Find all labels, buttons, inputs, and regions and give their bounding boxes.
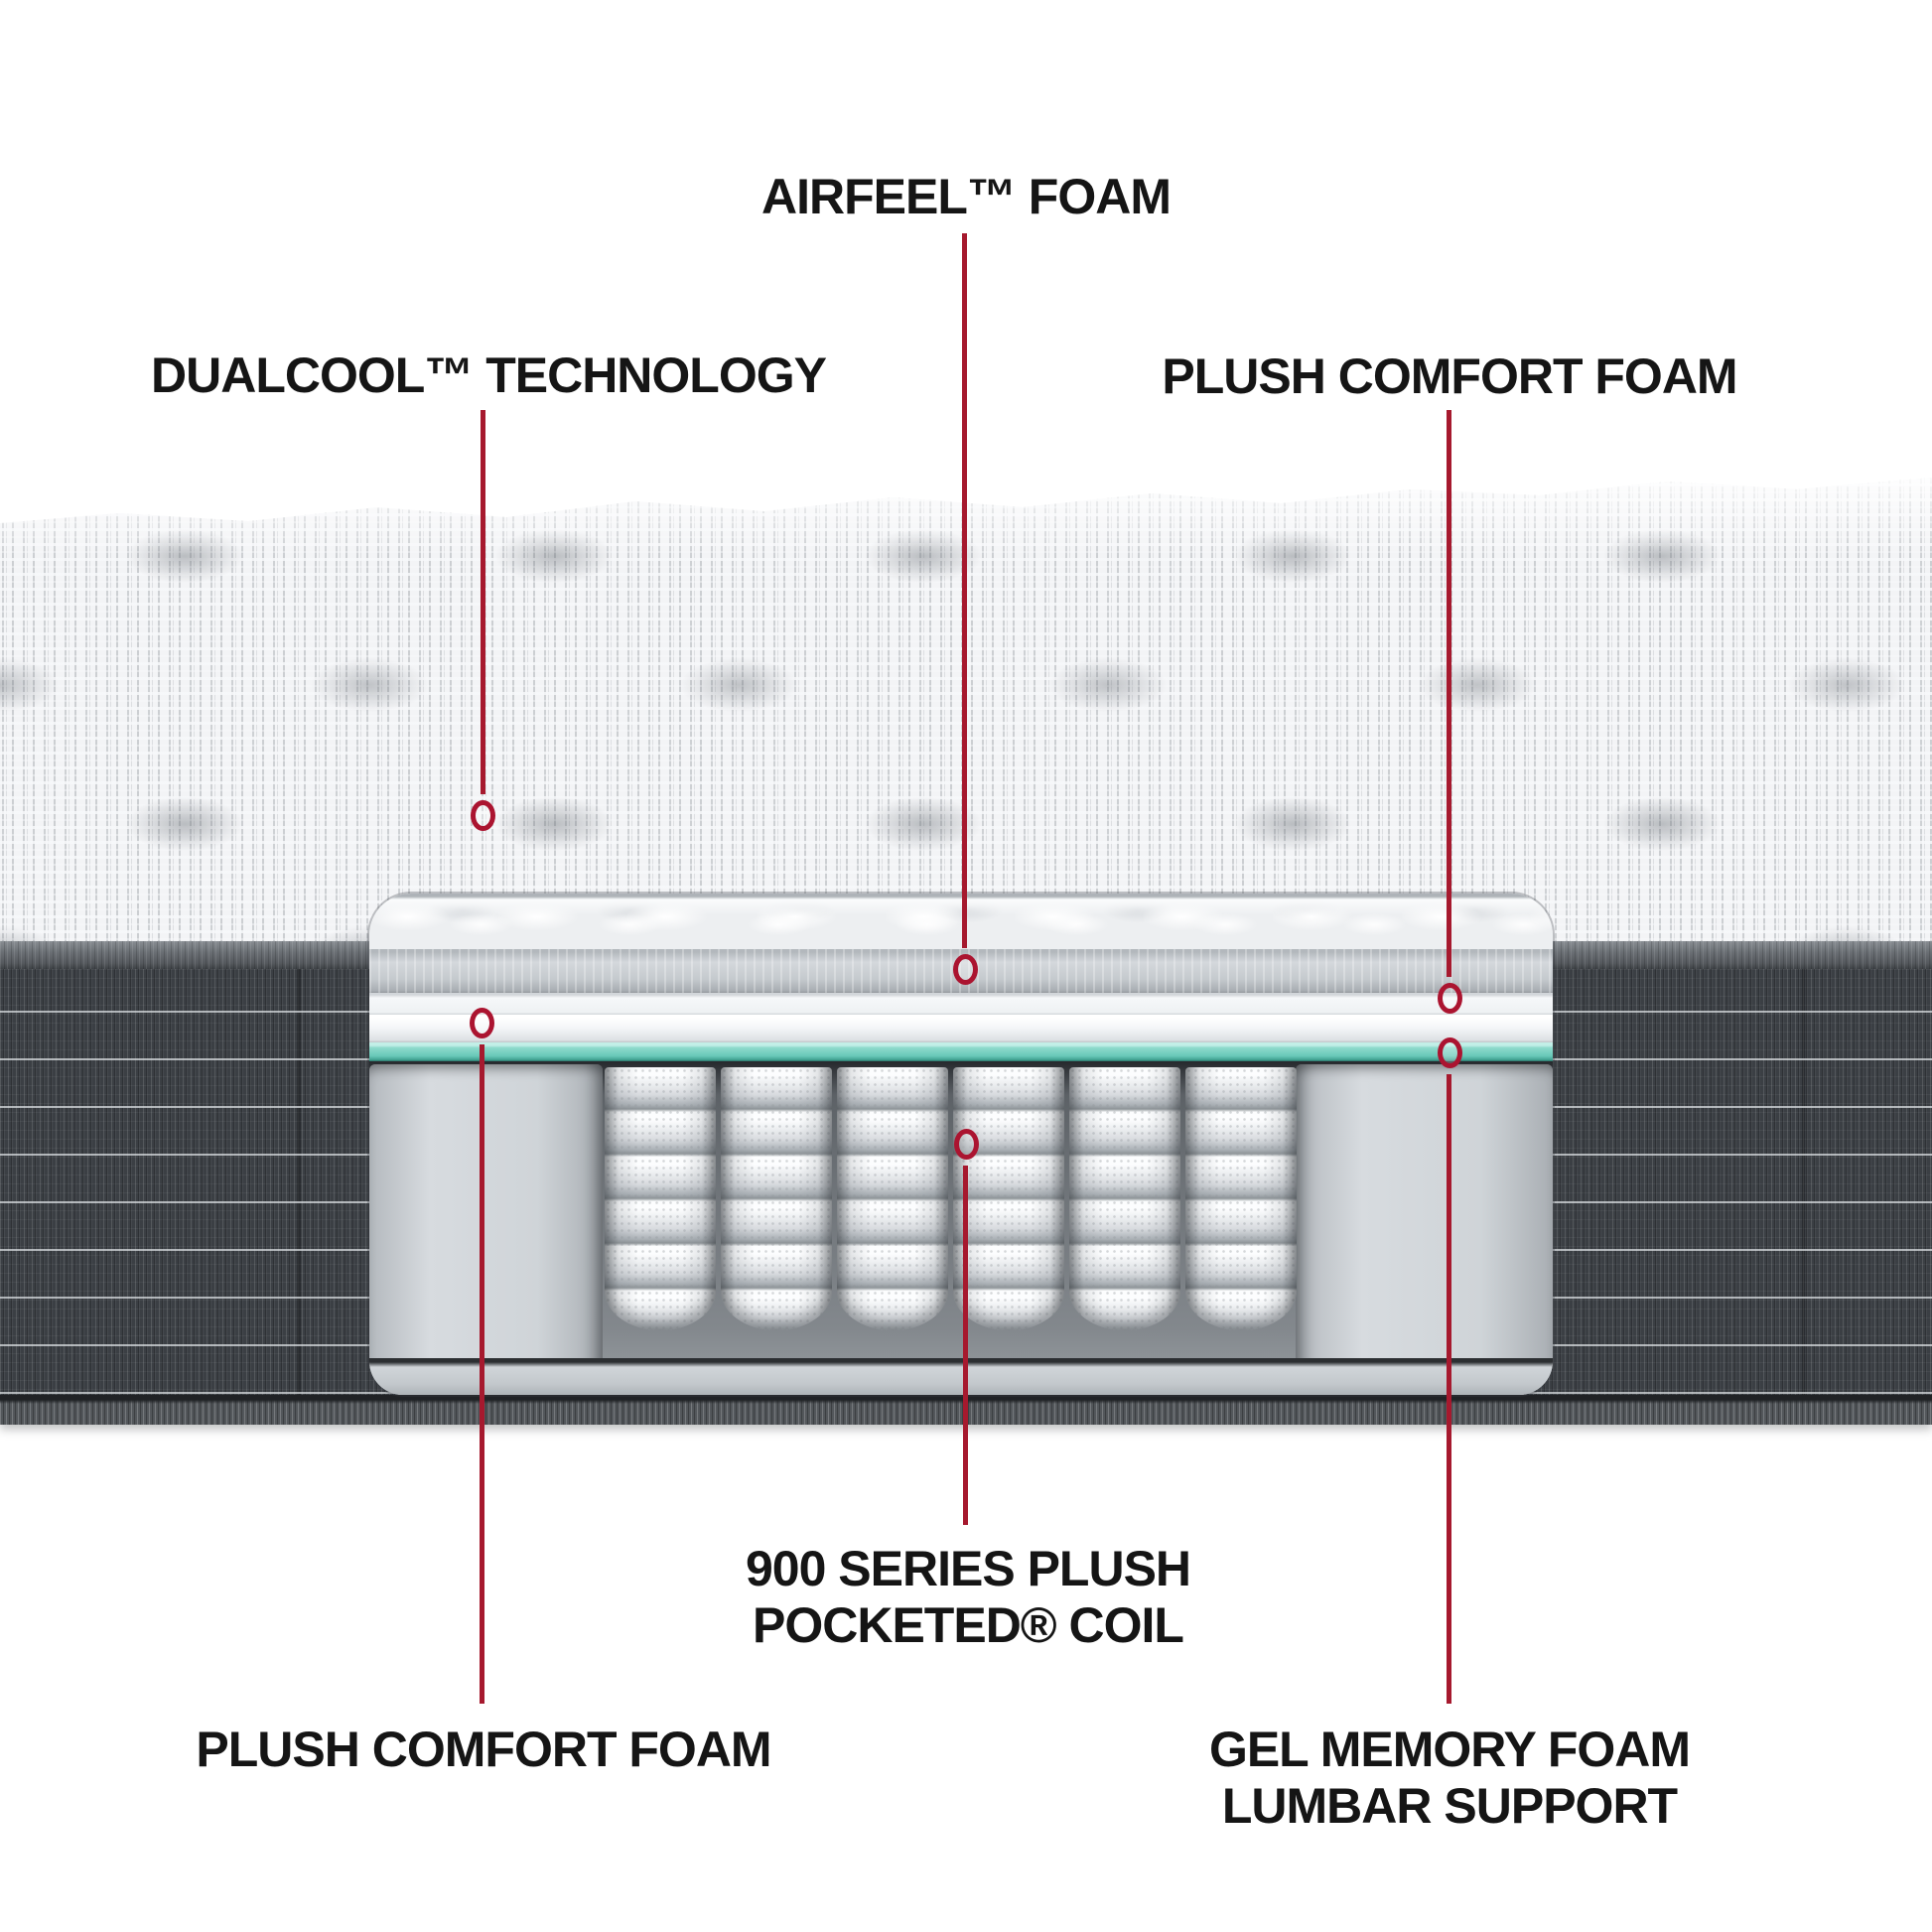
coil-marker-circle xyxy=(954,1129,979,1160)
airfeel-label: AIRFEEL™ FOAM xyxy=(761,169,1172,224)
pocketed-coil xyxy=(1069,1067,1180,1330)
coil-callout-line xyxy=(963,1166,968,1525)
base-foam-rail xyxy=(369,1358,1553,1395)
dualcool-marker-circle xyxy=(471,800,495,831)
coil-cavity xyxy=(369,1061,1553,1395)
pocketed-coil xyxy=(721,1067,832,1330)
coil-label-line2: POCKETED® COIL xyxy=(753,1597,1184,1653)
pocketed-coil xyxy=(605,1067,716,1330)
coil-label-line1: 900 SERIES PLUSH xyxy=(745,1541,1191,1596)
plush-left-label: PLUSH COMFORT FOAM xyxy=(196,1722,771,1777)
gel-memory-foam-layer xyxy=(369,1042,1553,1061)
coil-label: 900 SERIES PLUSH POCKETED® COIL xyxy=(745,1541,1191,1654)
foam-encasement-left xyxy=(369,1064,603,1395)
plush-right-callout-line xyxy=(1447,410,1451,977)
dualcool-callout-line xyxy=(481,410,485,794)
plush-left-callout-line xyxy=(480,1044,484,1704)
foam-encasement-right xyxy=(1296,1064,1553,1395)
airfeel-marker-circle xyxy=(953,954,978,985)
pocketed-coil xyxy=(837,1067,948,1330)
plush-comfort-foam-layer-lower xyxy=(369,1015,1553,1042)
cutaway-cross-section xyxy=(369,894,1553,1395)
gel-label-line1: GEL MEMORY FOAM xyxy=(1208,1722,1691,1777)
pocketed-coil xyxy=(953,1067,1064,1330)
fiber-layer xyxy=(369,894,1553,949)
gel-marker-circle xyxy=(1438,1037,1462,1068)
plush-right-marker-circle xyxy=(1438,983,1462,1014)
plush-left-marker-circle xyxy=(470,1008,494,1038)
dualcool-label: DUALCOOL™ TECHNOLOGY xyxy=(151,347,827,403)
plush-right-label: PLUSH COMFORT FOAM xyxy=(1162,348,1737,404)
gel-label-line2: LUMBAR SUPPORT xyxy=(1221,1778,1678,1834)
gel-callout-line xyxy=(1447,1074,1451,1704)
pocketed-coil xyxy=(1185,1067,1297,1330)
plush-comfort-foam-layer-upper xyxy=(369,993,1553,1015)
gel-label: GEL MEMORY FOAM LUMBAR SUPPORT xyxy=(1208,1722,1691,1835)
airfeel-callout-line xyxy=(962,233,967,948)
